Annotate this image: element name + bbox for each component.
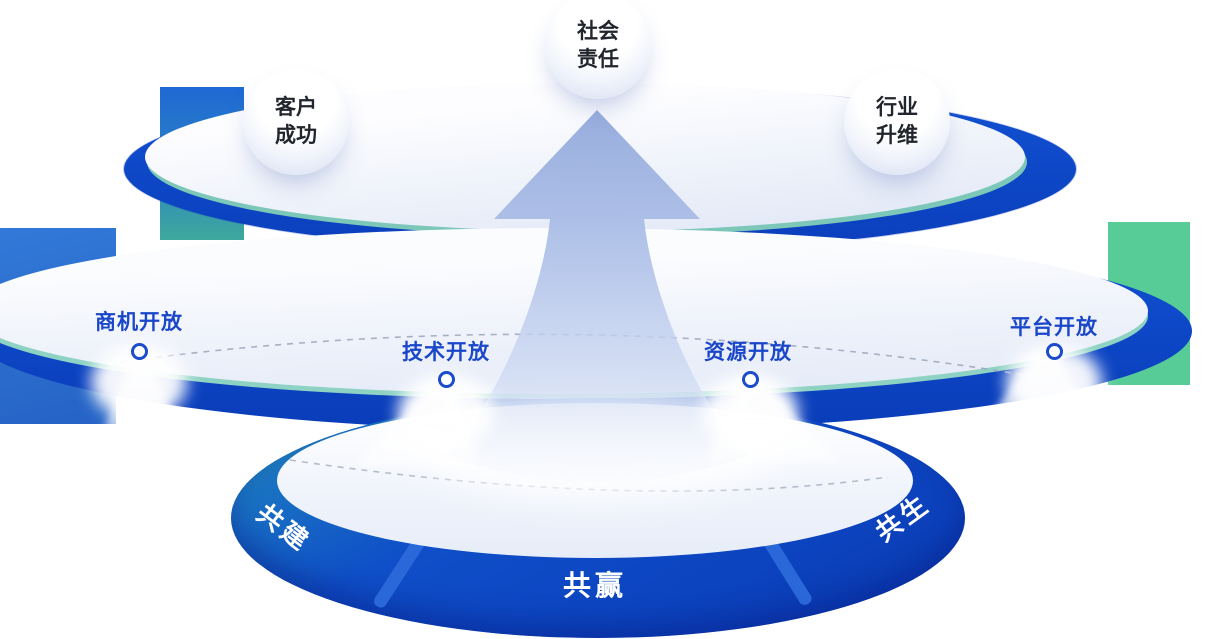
marker-dot-technology [438, 371, 455, 388]
bubble-customer-success: 客户 成功 [243, 69, 349, 175]
bubble-label: 客户 成功 [275, 95, 317, 147]
bubble-label: 行业 升维 [876, 95, 918, 147]
marker-dot-business [131, 343, 148, 360]
bottom-disc-surface [277, 403, 913, 558]
open-item-resource: 资源开放 [704, 341, 792, 364]
bubble-social-responsibility: 社会 责任 [545, 0, 651, 99]
marker-dot-platform [1046, 343, 1063, 360]
open-item-business: 商机开放 [95, 311, 183, 334]
bubble-industry-upgrade: 行业 升维 [844, 69, 950, 175]
bubble-label: 社会 责任 [577, 19, 619, 71]
marker-dot-resource [742, 371, 759, 388]
segment-label-win-win: 共赢 [563, 570, 628, 601]
open-item-platform: 平台开放 [1010, 316, 1098, 339]
open-item-technology: 技术开放 [402, 341, 490, 364]
